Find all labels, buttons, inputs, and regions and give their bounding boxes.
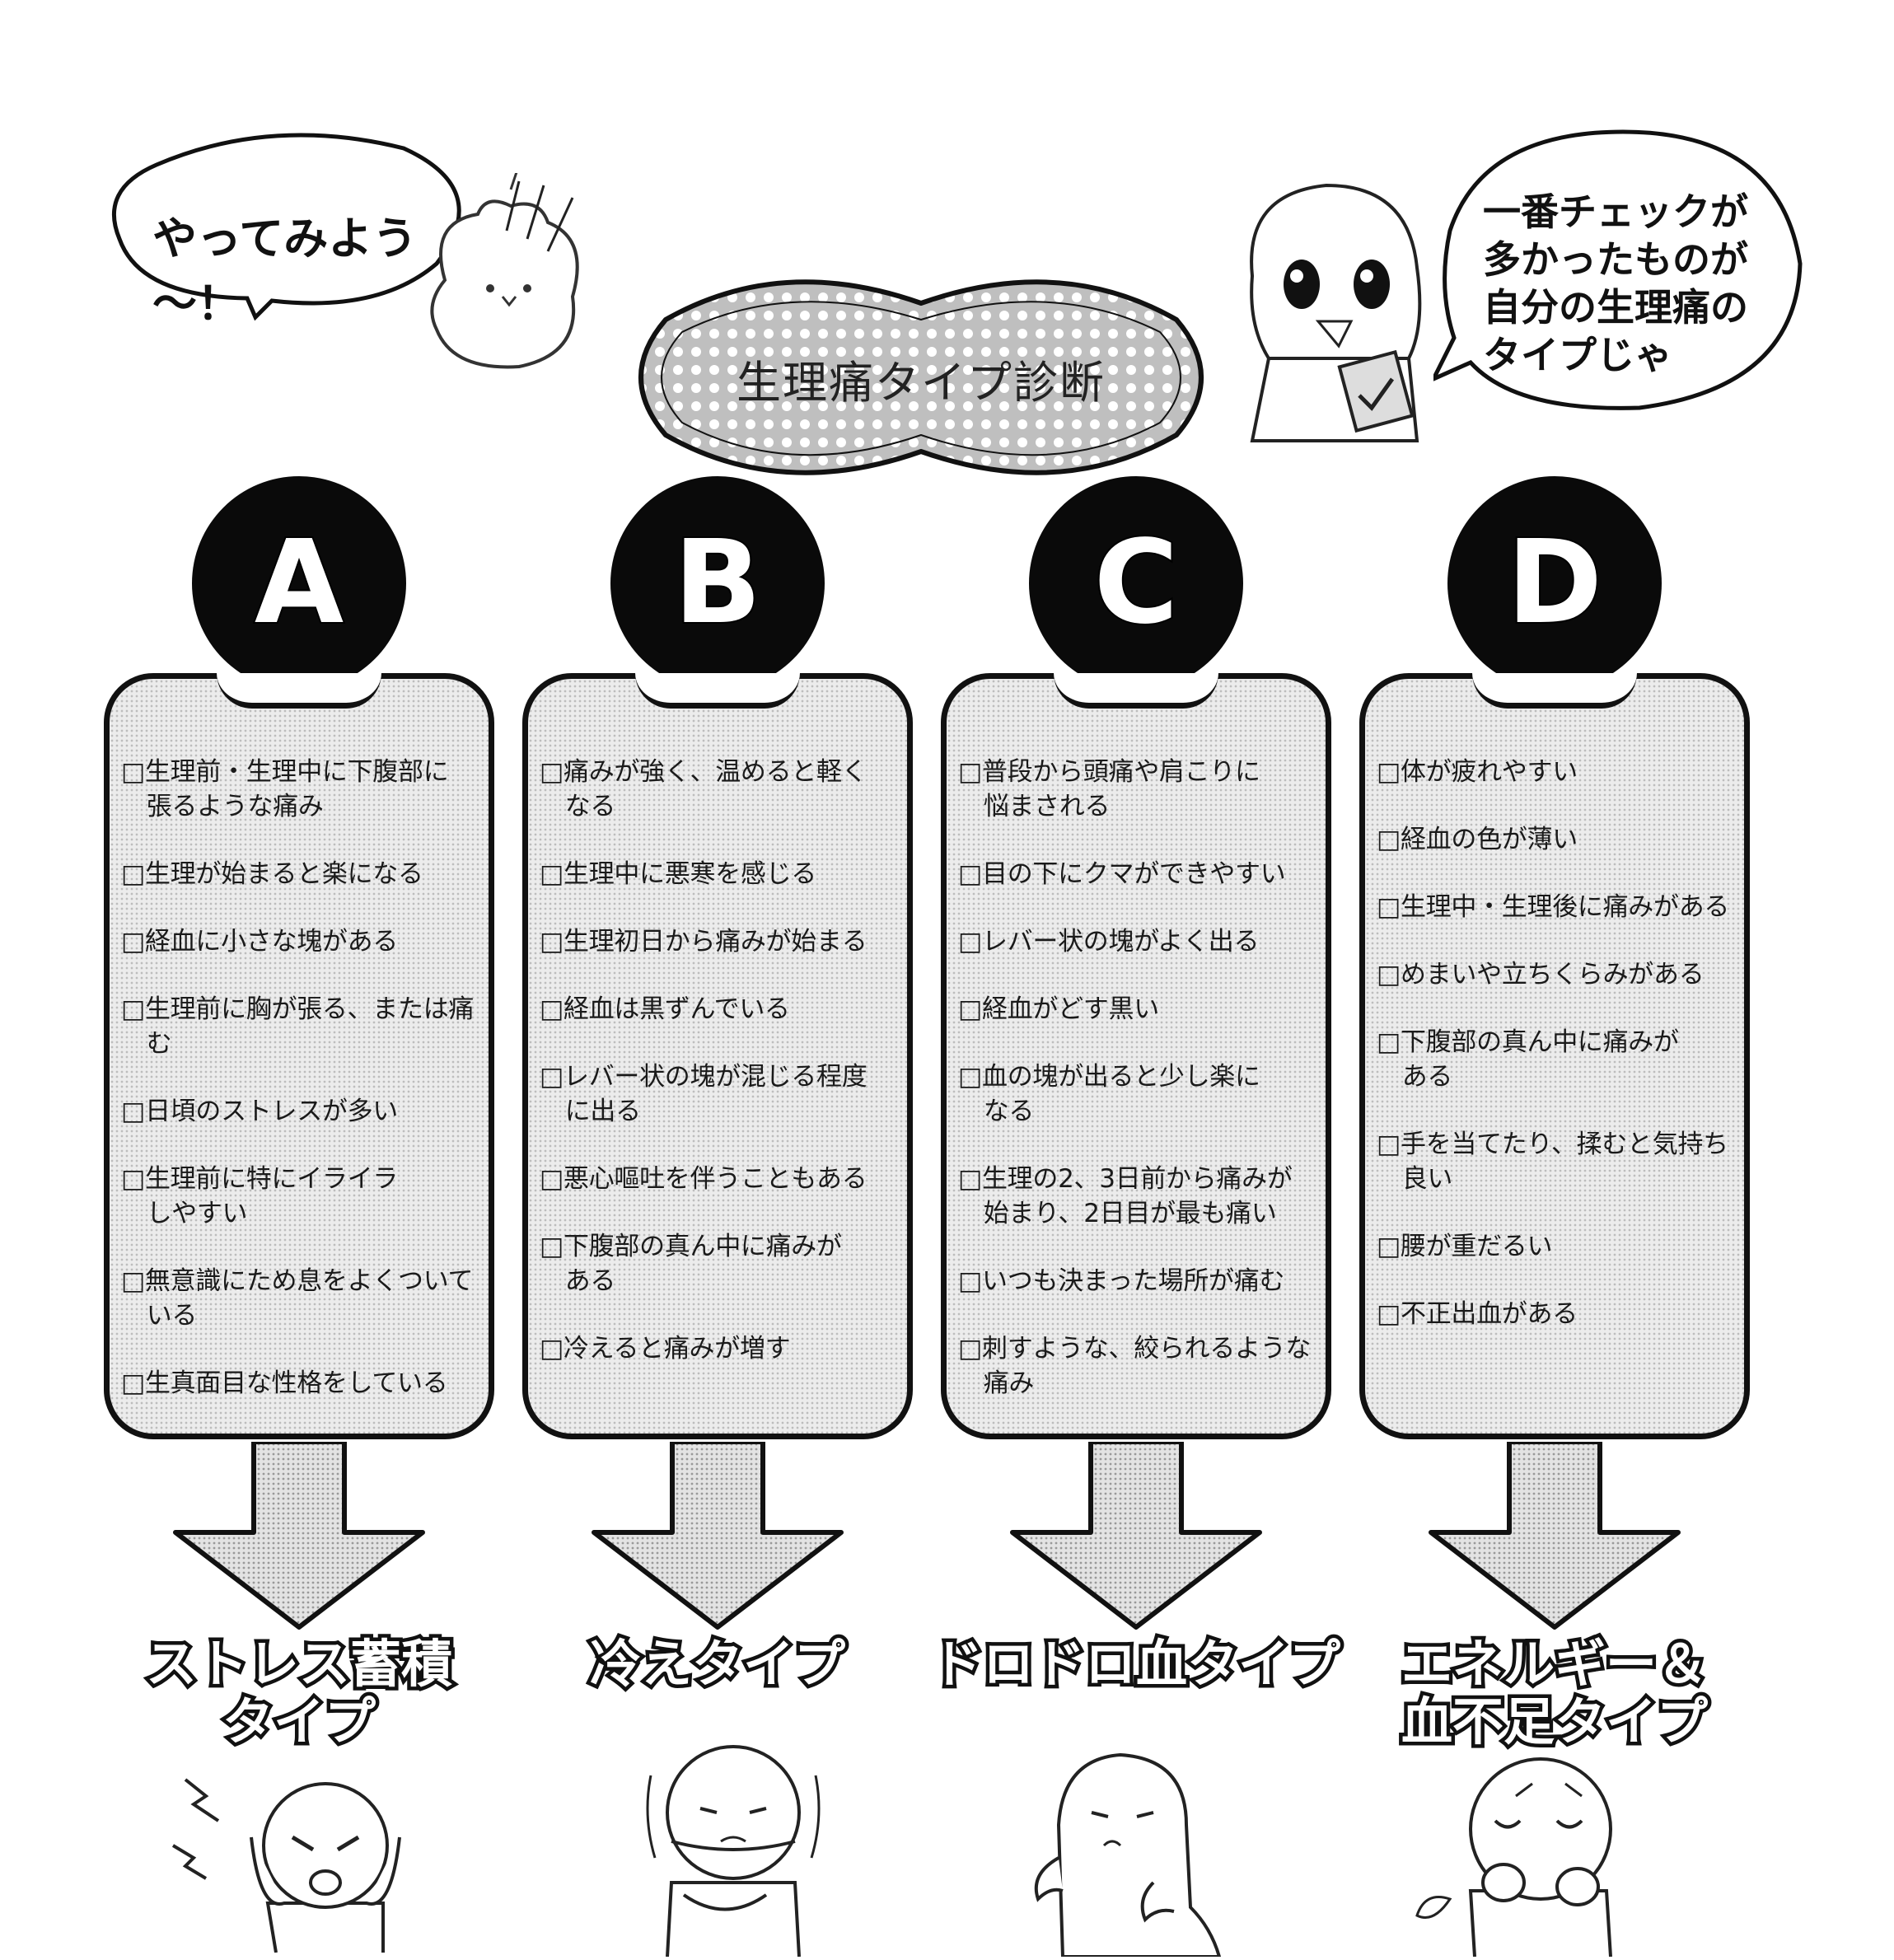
checklist-item[interactable]: □生理初日から痛みが始まる: [540, 927, 867, 957]
down-arrow-icon: [1429, 1442, 1681, 1630]
card-notch: [1054, 673, 1218, 709]
ghost-figure-icon: [1034, 1752, 1222, 1957]
down-arrow-icon: [1010, 1442, 1262, 1630]
checklist-item[interactable]: □不正出血がある: [1377, 1299, 1578, 1329]
speech-text-right: 一番チェックが 多かったものが 自分の生理痛の タイプじゃ: [1483, 189, 1748, 377]
result-label-a: ストレス蓄積 タイプ: [142, 1631, 456, 1754]
checklist-item[interactable]: □手を当てたり、揉むと気持ち 良い: [1377, 1130, 1728, 1194]
checklist-item[interactable]: □経血は黒ずんでいる: [540, 994, 790, 1024]
checklist-item[interactable]: □生理が始まると楽になる: [121, 859, 423, 889]
checklist-item[interactable]: □冷えると痛みが増す: [540, 1334, 791, 1364]
checklist-item[interactable]: □経血がどす黒い: [958, 994, 1159, 1024]
checklist-item[interactable]: □生理前に特にイライラ しやすい: [121, 1164, 398, 1228]
checklist-item[interactable]: □体が疲れやすい: [1377, 757, 1578, 787]
badge-letter: D: [1505, 516, 1604, 650]
checklist-item[interactable]: □目の下にクマができやすい: [958, 859, 1286, 889]
checklist-item[interactable]: □生理前に胸が張る、または痛 む: [121, 994, 475, 1059]
checklist: □普段から頭痛や肩こりに 悩まされる □目の下にクマができやすい □レバー状の塊…: [958, 755, 1321, 1434]
cold-figure-icon: [646, 1745, 821, 1957]
result-label-d: エネルギー＆ 血不足タイプ: [1397, 1631, 1711, 1754]
speech-bubble-shape: [111, 133, 461, 321]
title-plaque: 生理痛タイプ診断: [633, 270, 1209, 484]
checklist-item[interactable]: □経血の色が薄い: [1377, 825, 1578, 854]
badge-c: C: [1029, 476, 1243, 690]
checklist-item[interactable]: □生理の2、3日前から痛みが 始まり、2日目が最も痛い: [958, 1164, 1293, 1228]
checklist-item[interactable]: □いつも決まった場所が痛む: [958, 1266, 1285, 1296]
card-notch: [217, 673, 381, 709]
badge-letter: A: [253, 516, 345, 650]
checklist: □痛みが強く、温めると軽く なる □生理中に悪寒を感じる □生理初日から痛みが始…: [540, 755, 902, 1399]
result-label-b: 冷えタイプ: [586, 1631, 849, 1696]
checklist-item[interactable]: □腰が重だるい: [1377, 1232, 1553, 1261]
checklist-item[interactable]: □レバー状の塊が混じる程度 に出る: [540, 1062, 867, 1126]
checklist-item[interactable]: □レバー状の塊がよく出る: [958, 927, 1260, 957]
speech-bubble-left: やってみよう～！: [107, 124, 470, 330]
surprise-lines-icon: [505, 180, 574, 252]
checklist-card-c: □普段から頭痛や肩こりに 悩まされる □目の下にクマができやすい □レバー状の塊…: [941, 673, 1331, 1439]
badge-a: A: [192, 476, 406, 690]
card-notch: [1472, 673, 1637, 709]
tired-figure-icon: [1415, 1757, 1612, 1957]
checklist-item[interactable]: □刺すような、絞られるような 痛み: [958, 1334, 1312, 1398]
badge-b: B: [610, 476, 825, 690]
checklist-item[interactable]: □日頃のストレスが多い: [121, 1097, 398, 1126]
checklist-item[interactable]: □痛みが強く、温めると軽く なる: [540, 757, 867, 821]
girl-character-icon: [1250, 183, 1422, 442]
speech-bubble-right: 一番チェックが 多かったものが 自分の生理痛の タイプじゃ: [1433, 124, 1812, 420]
checklist: □生理前・生理中に下腹部に 張るような痛み □生理が始まると楽になる □経血に小…: [121, 755, 484, 1434]
checklist-card-a: □生理前・生理中に下腹部に 張るような痛み □生理が始まると楽になる □経血に小…: [104, 673, 494, 1439]
checklist-item[interactable]: □血の塊が出ると少し楽に なる: [958, 1062, 1260, 1126]
page-title: 生理痛タイプ診断: [737, 357, 1106, 409]
checklist-item[interactable]: □経血に小さな塊がある: [121, 927, 398, 957]
checklist-item[interactable]: □生理前・生理中に下腹部に 張るような痛み: [121, 757, 449, 821]
speech-bubble-shape: [1433, 129, 1803, 410]
badge-letter: C: [1092, 516, 1181, 650]
checklist-item[interactable]: □生理中に悪寒を感じる: [540, 859, 816, 889]
checklist-item[interactable]: □生理中・生理後に痛みがある: [1377, 892, 1730, 922]
checklist-card-b: □痛みが強く、温めると軽く なる □生理中に悪寒を感じる □生理初日から痛みが始…: [522, 673, 913, 1439]
checklist-item[interactable]: □下腹部の真ん中に痛みが ある: [1377, 1027, 1679, 1092]
down-arrow-icon: [592, 1442, 844, 1630]
checklist-item[interactable]: □生真面目な性格をしている: [121, 1368, 448, 1398]
badge-d: D: [1447, 476, 1662, 690]
checklist: □体が疲れやすい □経血の色が薄い □生理中・生理後に痛みがある □めまいや立ち…: [1377, 755, 1739, 1364]
down-arrow-icon: [173, 1442, 425, 1630]
card-notch: [635, 673, 800, 709]
checklist-card-d: □体が疲れやすい □経血の色が薄い □生理中・生理後に痛みがある □めまいや立ち…: [1359, 673, 1750, 1439]
stressed-figure-icon: [171, 1778, 401, 1953]
result-label-c: ドロドロ血タイプ: [928, 1631, 1344, 1696]
checklist-item[interactable]: □めまいや立ちくらみがある: [1377, 960, 1705, 989]
checklist-item[interactable]: □無意識にため息をよくついて いる: [121, 1266, 474, 1331]
checklist-item[interactable]: □下腹部の真ん中に痛みが ある: [540, 1232, 842, 1296]
checklist-item[interactable]: □普段から頭痛や肩こりに 悩まされる: [958, 757, 1260, 821]
badge-letter: B: [672, 516, 764, 650]
title-plaque-frame: [638, 279, 1204, 475]
speech-text-left: やってみよう～！: [152, 212, 418, 330]
hamster-mascot-icon: [430, 173, 579, 369]
checklist-item[interactable]: □悪心嘔吐を伴うこともある: [540, 1164, 867, 1194]
